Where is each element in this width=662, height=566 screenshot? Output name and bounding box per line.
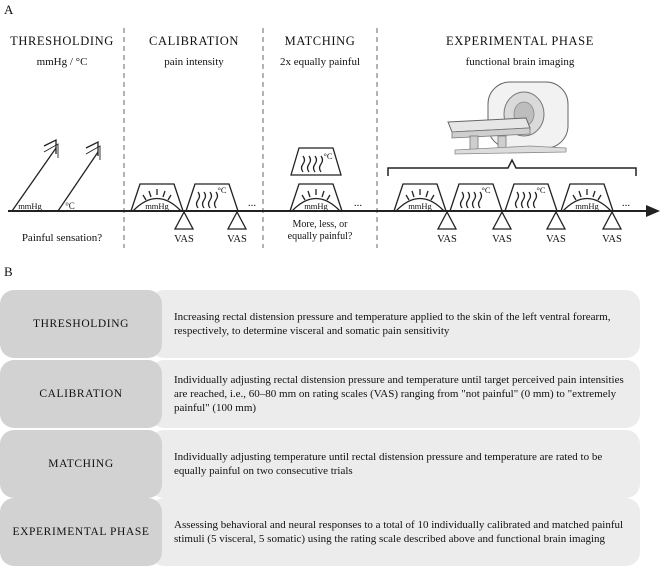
heat-stimulus-icon [185, 183, 239, 212]
calibration-ellipsis: ... [247, 197, 257, 209]
experimental-vas-2: VAS [492, 234, 512, 245]
vas-triangle-icon [173, 210, 623, 230]
matching-pressure-unit: mmHg [304, 201, 328, 211]
pressure-stimulus-icon [289, 183, 343, 212]
row-description: Increasing rectal distension pressure an… [174, 311, 611, 337]
row-description: Assessing behavioral and neural response… [174, 519, 624, 545]
experimental-ellipsis: ... [621, 197, 631, 209]
pressure-stimulus-icon [130, 183, 184, 212]
mri-scanner-icon [447, 81, 569, 155]
row-phase-name: MATCHING [0, 430, 162, 498]
row-phase-name: CALIBRATION [0, 360, 162, 428]
panel-a-label: A [4, 2, 14, 17]
row-description: Individually adjusting temperature until… [174, 451, 603, 477]
heat-stimulus-icon [504, 183, 558, 212]
experimental-vas-1: VAS [437, 234, 457, 245]
pressure-stimulus-icon [393, 183, 447, 212]
summary-row-thresholding: THRESHOLDING Increasing rectal distensio… [0, 290, 640, 358]
calibration-vas-2: VAS [227, 234, 247, 245]
experimental-brace [387, 158, 637, 176]
experimental-vas-4: VAS [602, 234, 622, 245]
matching-question-line2: equally painful? [287, 231, 353, 242]
experimental-stimulus-4-unit: mmHg [575, 201, 599, 211]
heat-stimulus-icon [290, 147, 342, 176]
threshold-temp-unit: °C [65, 201, 75, 211]
summary-row-matching: MATCHING Individually adjusting temperat… [0, 430, 640, 498]
phase-subtitle-matching: 2x equally painful [279, 56, 361, 68]
matching-question-line1: More, less, or [292, 219, 348, 230]
row-phase-name: THRESHOLDING [0, 290, 162, 358]
calibration-vas-1: VAS [174, 234, 194, 245]
phase-subtitle-calibration: pain intensity [164, 56, 224, 68]
experimental-stimulus-1-unit: mmHg [408, 201, 432, 211]
matching-temp-unit: °C [323, 151, 333, 161]
thresholding-ramp-pressure [11, 138, 59, 212]
summary-row-calibration: CALIBRATION Individually adjusting recta… [0, 360, 640, 428]
summary-row-experimental: EXPERIMENTAL PHASE Assessing behavioral … [0, 498, 640, 566]
phase-title-matching: MATCHING [284, 34, 356, 48]
experimental-stimulus-2-unit: °C [481, 185, 491, 195]
phase-title-calibration: CALIBRATION [149, 34, 239, 48]
time-axis-arrow-icon [646, 205, 660, 217]
row-description: Individually adjusting rectal distension… [174, 374, 624, 414]
row-background [150, 430, 640, 498]
threshold-question: Painful sensation? [21, 232, 103, 244]
phase-subtitle-experimental: functional brain imaging [465, 56, 575, 68]
row-background [150, 290, 640, 358]
experimental-vas-3: VAS [546, 234, 566, 245]
row-phase-name: EXPERIMENTAL PHASE [0, 498, 162, 566]
calibration-pressure-unit: mmHg [145, 201, 169, 211]
phase-title-experimental: EXPERIMENTAL PHASE [446, 34, 594, 48]
threshold-pressure-unit: mmHg [18, 201, 42, 211]
thresholding-ramp-temperature [57, 140, 101, 212]
matching-ellipsis: ... [353, 197, 363, 209]
heat-stimulus-icon [449, 183, 503, 212]
calibration-temp-unit: °C [217, 185, 227, 195]
pressure-stimulus-icon [560, 183, 614, 212]
phase-subtitle-thresholding: mmHg / °C [36, 56, 88, 68]
experimental-stimulus-3-unit: °C [536, 185, 546, 195]
panel-b-label: B [4, 264, 13, 279]
row-background [150, 360, 640, 428]
phase-dividers [123, 28, 378, 248]
phase-title-thresholding: THRESHOLDING [10, 34, 114, 48]
row-background [150, 498, 640, 566]
panel-a-graphics [8, 28, 660, 248]
